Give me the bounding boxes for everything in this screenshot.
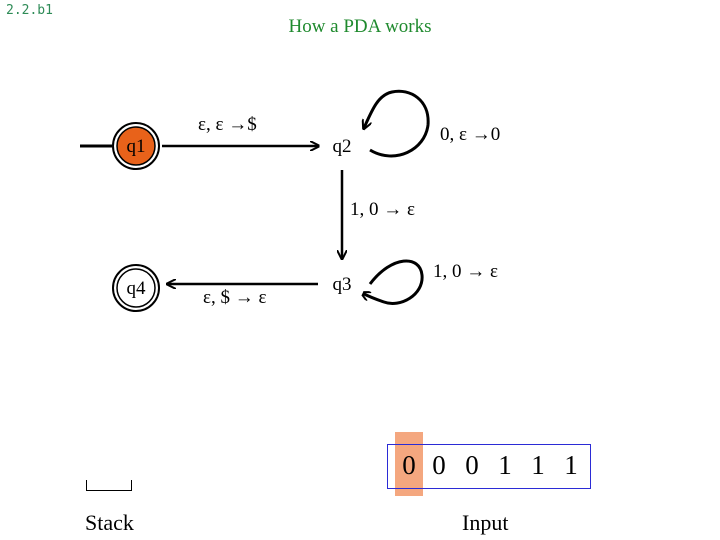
label-q1-q2: ε, ε →$ <box>198 114 257 135</box>
edge-q3-loop <box>362 259 424 305</box>
state-q4-label: q4 <box>127 278 147 299</box>
label-q3-q4: ε, $ → ε <box>203 287 266 308</box>
current-symbol-highlight <box>395 432 423 496</box>
state-q1: q1 <box>112 122 160 170</box>
state-q2-label: q2 <box>333 136 352 157</box>
label-q3-loop: 1, 0 → ε <box>433 261 498 282</box>
state-q3: q3 <box>319 261 365 307</box>
input-symbol: 0 <box>465 450 479 480</box>
input-caption: Input <box>462 510 509 535</box>
input-symbol: 0 <box>432 450 446 480</box>
state-q1-label: q1 <box>127 136 146 157</box>
stack-container <box>86 480 132 491</box>
input-tape <box>387 444 591 489</box>
input-symbol: 1 <box>498 450 512 480</box>
input-symbol: 1 <box>564 450 578 480</box>
label-q2-q3: 1, 0 → ε <box>350 199 415 220</box>
input-symbol: 0 <box>402 450 416 480</box>
slide-title: How a PDA works <box>288 16 432 37</box>
edge-q2-loop <box>364 89 430 158</box>
label-q2-loop: 0, ε →0 <box>440 124 500 145</box>
input-symbol: 1 <box>531 450 545 480</box>
state-q4: q4 <box>112 264 160 312</box>
stack-caption: Stack <box>85 510 134 535</box>
state-q2: q2 <box>319 123 365 169</box>
state-q3-label: q3 <box>333 274 352 295</box>
slide-number: 2.2.b1 <box>6 3 53 18</box>
